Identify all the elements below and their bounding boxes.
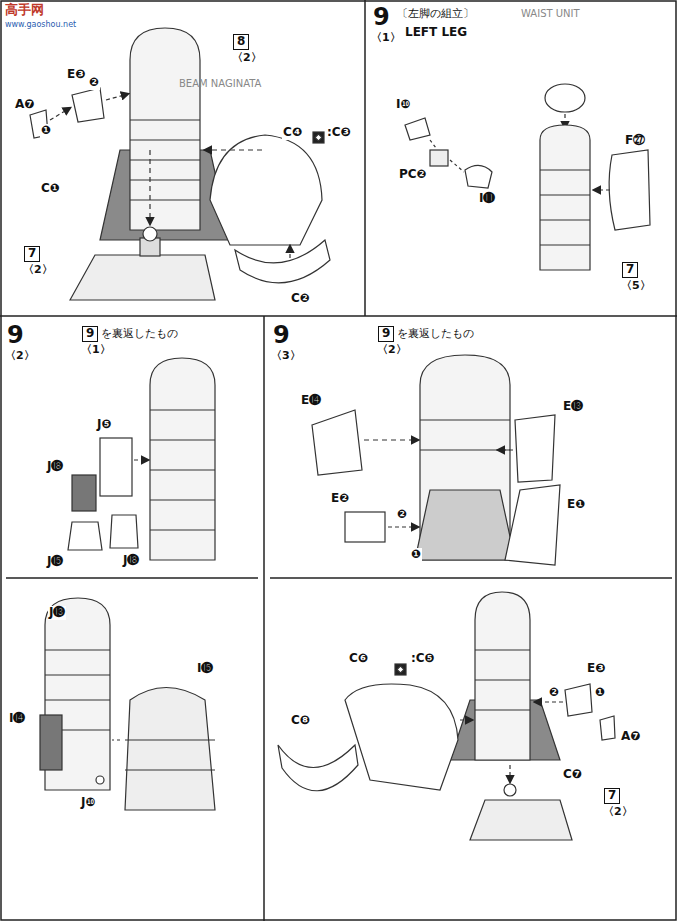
callout-number: J❿ [80,796,97,810]
callout-number: I❿ [395,98,412,112]
callout-number: E⓮ [300,394,322,408]
callout-number: C❽ [290,714,311,728]
callout-number: C❻ [348,652,369,666]
step-reference: 7 [604,788,620,804]
callout-number: J⓲ [46,460,64,474]
callout-number: ❷ [396,508,408,522]
top-right-leg [405,84,650,270]
callout-number: I⓯ [196,662,214,676]
step-reference: 8 [233,34,249,50]
callout-number: E❸ [586,662,606,676]
callout-number: 〈2〉 [376,344,408,357]
watermark: 高手网 [4,3,45,18]
callout-number: ❶ [594,686,606,700]
callout-number: J⓭ [48,606,66,620]
callout-number: E❸ [66,68,86,82]
callout-number: :C❸ [326,126,352,140]
step-number: 9 [272,322,291,350]
bottom-left-lower-leg [40,598,215,810]
callout-number: WAIST UNIT [520,8,581,20]
callout-number: 〈2〉 [22,264,54,277]
callout-number: を裏返したもの [396,328,475,341]
watermark: www.gaoshou.net [4,20,77,29]
bottom-left-upper-leg [68,358,215,560]
bottom-right-upper-leg [312,355,560,565]
callout-number: 〈1〉 [370,32,402,45]
callout-number: 〈1〉 [80,344,112,357]
callout-number: ❶ [40,124,52,138]
callout-number: E❶ [566,498,586,512]
callout-number: PC❷ [398,168,428,182]
callout-number: ❷ [548,686,560,700]
callout-number: F㉗ [624,134,646,148]
callout-number: を裏返したもの [100,328,179,341]
callout-number: :C❺ [410,652,436,666]
callout-number: C❼ [562,768,583,782]
callout-number: ❷ [88,76,100,90]
callout-number: J⓯ [46,555,64,569]
step-reference: 7 [24,246,40,262]
callout-number: C❷ [290,292,311,306]
callout-number: C❹ [282,126,303,140]
callout-number: J❺ [96,418,113,432]
callout-number: E⓭ [562,400,584,414]
callout-number: 〈2〉 [231,52,263,65]
callout-number: I⓫ [478,192,496,206]
bottom-right-lower-leg [278,592,615,840]
step-reference: 7 [622,262,638,278]
top-left-leg [30,28,330,300]
callout-number: BEAM NAGINATA [178,78,262,90]
callout-number: 〈2〉 [602,806,634,819]
callout-number: ❶ [410,548,422,562]
callout-number: 〈5〉 [620,280,652,293]
callout-number: 〔左脚の組立〕 [396,8,475,21]
step-reference: 9 [378,326,394,342]
step-number: 9 [6,322,25,350]
callout-number: 〈3〉 [270,350,302,363]
callout-number: LEFT LEG [404,26,468,40]
callout-number: J⓲ [122,554,140,568]
callout-number: C❶ [40,182,61,196]
callout-number: I⓮ [8,712,26,726]
step-reference: 9 [82,326,98,342]
step-number: 9 [372,4,391,32]
callout-number: A❼ [14,98,35,112]
callout-number: 〈2〉 [4,350,36,363]
callout-number: A❼ [620,730,641,744]
callout-number: E❷ [330,492,350,506]
